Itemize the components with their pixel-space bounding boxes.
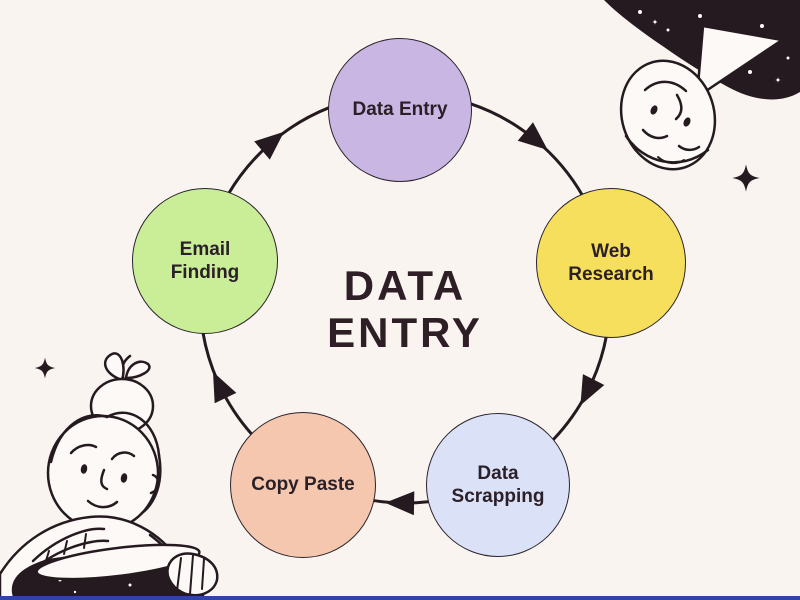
node-label: Data Scrapping <box>451 462 545 507</box>
cycle-arc <box>201 330 253 436</box>
cycle-arc <box>226 105 332 196</box>
sparkle-icon <box>732 164 760 192</box>
upside-down-face-illustration <box>619 24 784 171</box>
pot-illustration <box>11 543 219 600</box>
title-line-2: ENTRY <box>327 309 483 356</box>
sparkle-icon <box>34 357 56 379</box>
arrowhead-icon <box>213 371 237 404</box>
node-web-research: Web Research <box>536 188 686 338</box>
cycle-arcs <box>201 102 609 516</box>
arrowhead-icon <box>385 491 415 516</box>
node-label: Copy Paste <box>251 474 355 496</box>
arrowhead-icon <box>254 131 285 160</box>
node-copy-paste: Copy Paste <box>230 412 376 558</box>
bottom-accent-bar <box>0 596 800 600</box>
node-data-entry: Data Entry <box>328 38 472 182</box>
node-email-finding: Email Finding <box>132 188 278 334</box>
node-data-scrapping: Data Scrapping <box>426 413 570 557</box>
node-label: Email Finding <box>170 238 240 283</box>
arrowhead-icon <box>580 374 605 406</box>
arrowhead-icon <box>517 122 548 150</box>
diagram-title: DATA ENTRY <box>285 262 525 356</box>
title-line-1: DATA <box>343 262 467 309</box>
node-label: Data Entry <box>352 99 448 121</box>
cycle-arc <box>468 102 585 198</box>
node-label: Web Research <box>568 240 654 285</box>
